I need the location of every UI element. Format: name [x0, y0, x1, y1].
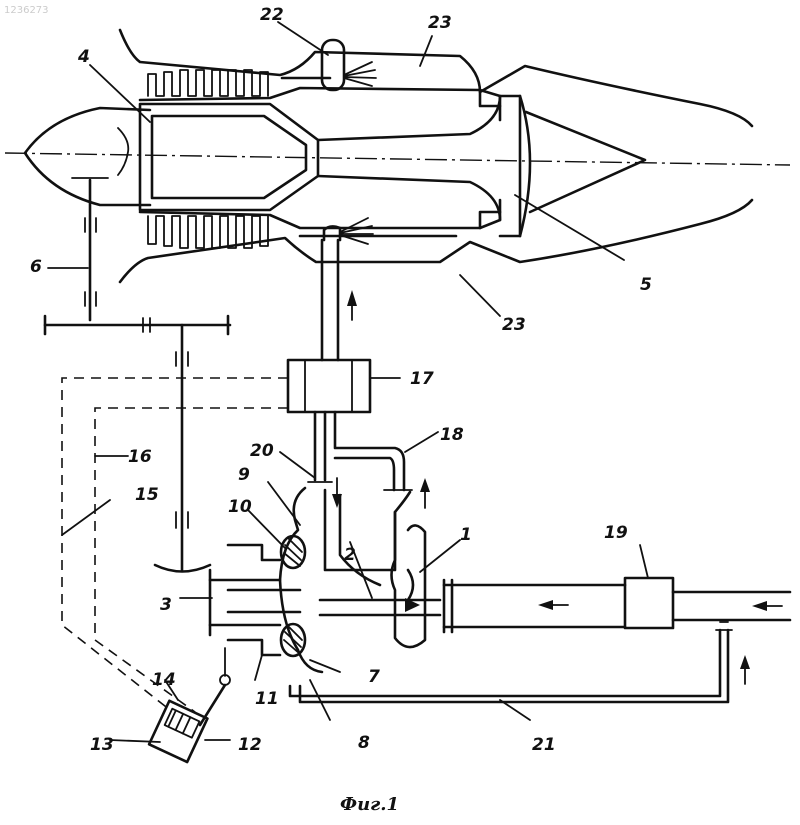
pipe-18 [335, 412, 404, 490]
impeller-casing-1 [392, 512, 426, 647]
pump-main-channel [320, 600, 440, 615]
leader-19 [640, 545, 648, 578]
leader-22 [278, 22, 328, 55]
pump-casing-left [280, 488, 322, 672]
leader-4 [90, 65, 150, 122]
leader-20 [280, 452, 315, 478]
leader-lines [48, 22, 648, 742]
injector-supply-pipe [322, 240, 338, 360]
turbine-blade-arc [520, 96, 530, 236]
fuel-regulator-17 [288, 360, 370, 412]
filter-19 [625, 578, 673, 628]
watermark: 1236273 [4, 5, 49, 16]
figure-caption: Фиг.1 [340, 794, 399, 815]
duct-lower [140, 200, 500, 228]
label-22: 22 [260, 5, 284, 25]
actuator-link [200, 685, 225, 725]
leader-23-bottom [460, 275, 500, 316]
pipe-20 [315, 412, 325, 480]
compressor-blades-upper [148, 70, 268, 96]
actuator-spring-14 [168, 710, 190, 733]
return-line-21 [290, 630, 728, 702]
label-19: 19 [604, 523, 628, 543]
pump-channel-2 [340, 495, 380, 585]
label-13: 13 [90, 735, 114, 755]
label-20: 20 [250, 441, 274, 461]
pump-assembly [149, 488, 440, 762]
shaft-upper [318, 96, 500, 140]
inlet-flange [444, 580, 452, 632]
lower-feed-11 [228, 640, 280, 655]
turbine-disk [500, 96, 520, 236]
leader-15 [62, 500, 110, 535]
leader-18 [405, 432, 438, 452]
label-23-bottom: 23 [502, 315, 526, 335]
shaft-lower [318, 176, 500, 220]
label-4: 4 [77, 47, 90, 67]
label-9: 9 [238, 465, 250, 485]
upper-feed-10 [228, 545, 280, 560]
label-18: 18 [440, 425, 464, 445]
leader-13 [110, 740, 160, 742]
inlet-pipe [444, 585, 625, 627]
label-15: 15 [135, 485, 159, 505]
label-12: 12 [238, 735, 262, 755]
flow-arrow-left-1 [538, 600, 553, 610]
engine-centerline [5, 153, 790, 165]
engine-assembly [5, 30, 790, 282]
casing-upper [120, 30, 752, 126]
label-7: 7 [368, 667, 380, 687]
fuel-lines [62, 240, 790, 712]
flow-arrow-left-2 [752, 601, 767, 611]
label-21: 21 [532, 735, 556, 755]
label-6: 6 [30, 257, 42, 277]
flow-arrow-up-18 [420, 478, 430, 492]
casing-lower [120, 200, 752, 282]
impeller-blade-1 [408, 570, 413, 600]
nose-cone [25, 108, 150, 205]
drive-train [45, 178, 230, 572]
label-8: 8 [358, 733, 370, 753]
fuel-injector-top [322, 40, 344, 90]
actuator-unit [149, 701, 207, 762]
label-11: 11 [255, 689, 279, 709]
leader-8 [310, 680, 330, 720]
label-17: 17 [410, 369, 434, 389]
inner-shaft [228, 590, 300, 612]
label-10: 10 [228, 497, 252, 517]
label-1: 1 [460, 525, 472, 545]
leader-11 [255, 655, 262, 680]
leader-10 [248, 510, 285, 548]
label-16: 16 [128, 447, 152, 467]
return-line-valve [716, 622, 732, 630]
spray-top [344, 62, 376, 86]
label-5: 5 [640, 275, 652, 295]
flow-arrow-up-1 [347, 290, 357, 306]
inlet-vane [118, 128, 128, 175]
leader-23-top [420, 36, 432, 66]
label-14: 14 [152, 670, 176, 690]
label-23-top: 23 [428, 13, 452, 33]
pump-input-shaft [210, 580, 280, 625]
vortex-chamber-10-hatch [284, 538, 302, 566]
flow-arrow-up-21 [740, 655, 750, 669]
reference-numerals: 22 23 4 5 6 23 17 18 20 16 9 15 10 19 2 … [30, 5, 652, 755]
spray-bottom [340, 218, 373, 244]
leader-5 [515, 195, 624, 260]
label-2: 2 [344, 545, 356, 565]
label-3: 3 [160, 595, 172, 615]
